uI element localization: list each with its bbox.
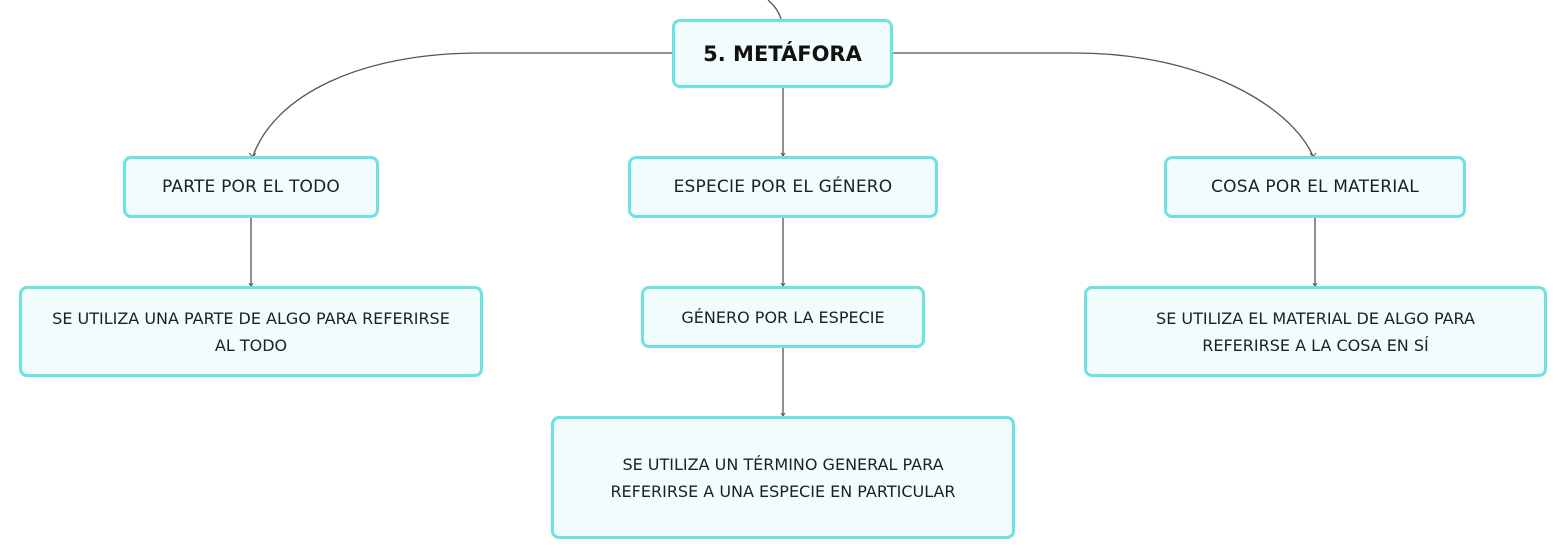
root-topic-node[interactable]: 5. METÁFORA bbox=[672, 19, 893, 88]
subbranch-node-genero-por-la-especie[interactable]: GÉNERO POR LA ESPECIE bbox=[641, 286, 925, 348]
description-node-genero[interactable]: SE UTILIZA UN TÉRMINO GENERAL PARA REFER… bbox=[551, 416, 1015, 539]
branch-label: ESPECIE POR EL GÉNERO bbox=[673, 177, 893, 197]
branch-node-especie-por-el-genero[interactable]: ESPECIE POR EL GÉNERO bbox=[628, 156, 938, 218]
branch-node-parte-por-el-todo[interactable]: PARTE POR EL TODO bbox=[123, 156, 379, 218]
branch-label: COSA POR EL MATERIAL bbox=[1211, 177, 1419, 197]
branch-node-cosa-por-el-material[interactable]: COSA POR EL MATERIAL bbox=[1164, 156, 1466, 218]
description-text: SE UTILIZA EL MATERIAL DE ALGO PARA REFE… bbox=[1156, 308, 1475, 355]
description-node-parte[interactable]: SE UTILIZA UNA PARTE DE ALGO PARA REFERI… bbox=[19, 286, 483, 377]
connector-root-cosa bbox=[893, 52, 1314, 157]
description-node-cosa[interactable]: SE UTILIZA EL MATERIAL DE ALGO PARA REFE… bbox=[1084, 286, 1547, 377]
description-text: SE UTILIZA UN TÉRMINO GENERAL PARA REFER… bbox=[610, 454, 956, 501]
branch-label: PARTE POR EL TODO bbox=[162, 177, 340, 197]
subbranch-label: GÉNERO POR LA ESPECIE bbox=[681, 307, 885, 327]
root-topic-label: 5. METÁFORA bbox=[703, 41, 862, 66]
incoming-connector bbox=[767, 0, 782, 20]
connector-root-parte bbox=[252, 52, 672, 157]
description-text: SE UTILIZA UNA PARTE DE ALGO PARA REFERI… bbox=[52, 308, 450, 355]
